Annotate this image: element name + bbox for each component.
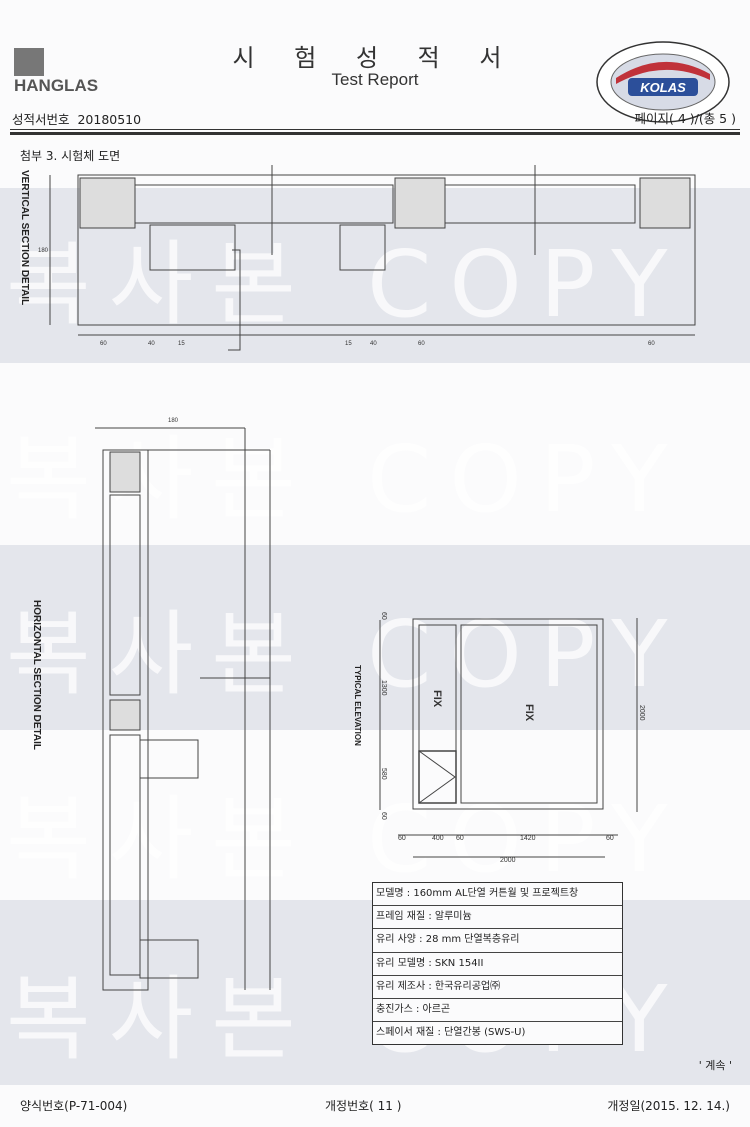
title-korean: 시 험 성 적 서 <box>232 44 518 72</box>
panel-label: FIX <box>523 704 535 722</box>
divider <box>10 129 740 130</box>
dim-label: 60 <box>606 835 614 842</box>
dim-label: 60 <box>380 812 387 820</box>
dim-label: 180 <box>38 248 49 254</box>
report-number: 성적서번호 20180510 <box>12 112 142 127</box>
spec-row: 유리 사양 : 28 mm 단열복층유리 <box>373 929 622 953</box>
spec-table: 모델명 : 160mm AL단열 커튼월 및 프로젝트창 프레임 재질 : 알루… <box>372 882 623 1046</box>
dim-label: 2000 <box>638 705 645 721</box>
continued-note: ' 계속 ' <box>698 1059 732 1072</box>
spec-row: 스페이서 재질 : 단열간봉 (SWS-U) <box>376 1027 526 1039</box>
form-number: 양식번호(P-71-004) <box>20 1099 128 1113</box>
watermark-band <box>0 545 750 730</box>
watermark: 복사본 COPY <box>6 786 686 893</box>
hanglas-logo: HANGLAS <box>14 48 98 98</box>
elevation-drawing <box>379 618 638 858</box>
svg-text:KOLAS: KOLAS <box>640 80 686 95</box>
dim-label: 60 <box>648 341 655 347</box>
dim-label: 180 <box>168 418 179 424</box>
horizontal-section-drawing <box>95 427 271 991</box>
dim-label: 40 <box>370 341 377 347</box>
page-indicator: 페이지( 4 )/(총 5 ) <box>634 111 736 126</box>
dim-label: 60 <box>456 835 464 842</box>
dim-label: 580 <box>380 768 387 780</box>
revision-date: 개정일(2015. 12. 14.) <box>607 1099 730 1113</box>
spec-row: 모델명 : 160mm AL단열 커튼월 및 프로젝트창 <box>373 883 622 907</box>
spec-row: 유리 제조사 : 한국유리공업㈜ <box>373 976 622 999</box>
dim-label: 40 <box>148 341 155 347</box>
dim-label: 60 <box>380 612 387 620</box>
spec-row: 충진가스 : 아르곤 <box>373 999 622 1023</box>
dim-label: 60 <box>100 341 107 347</box>
watermark: 복사본 COPY <box>6 231 686 338</box>
dim-label: 15 <box>178 341 185 347</box>
dim-label: 400 <box>432 835 444 842</box>
dim-label: 15 <box>345 341 352 347</box>
dim-label: 1420 <box>520 835 536 842</box>
dim-label: 2000 <box>500 857 516 864</box>
kolas-logo: KOLAS <box>596 41 730 123</box>
title-english: Test Report <box>331 70 419 89</box>
watermark: 복사본 COPY <box>6 426 686 533</box>
spec-row: 유리 모델명 : SKN 154II <box>373 953 622 976</box>
dim-label: 1300 <box>380 680 387 696</box>
dim-label: 60 <box>418 341 425 347</box>
section-title: 첨부 3. 시험체 도면 <box>20 149 121 163</box>
spec-row: 프레임 재질 : 알루미늄 <box>373 906 622 930</box>
vertical-section-drawing <box>49 165 696 351</box>
revision-number: 개정번호( 11 ) <box>325 1099 402 1113</box>
panel-label: FIX <box>431 690 443 708</box>
divider <box>10 132 740 135</box>
dim-label: 60 <box>398 835 406 842</box>
